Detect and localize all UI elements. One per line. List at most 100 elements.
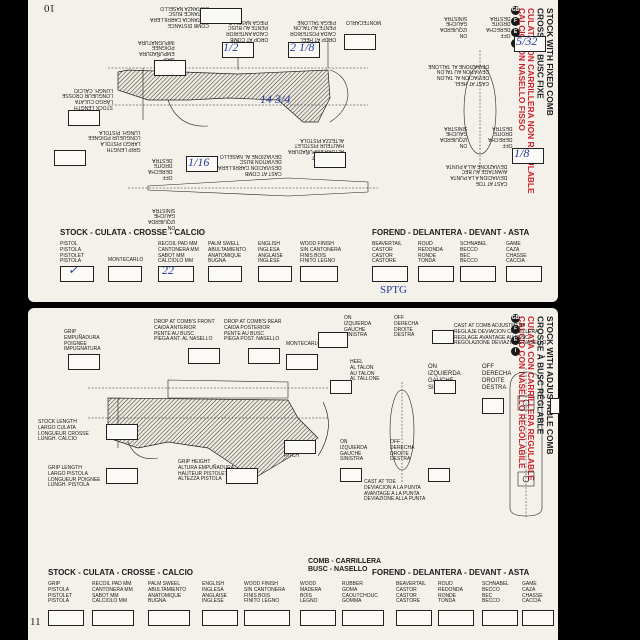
option-wood-finish-label: WOOD FINISH SIN CANTONERA FINIS BOIS FIN… [244,581,286,605]
grip-label: GRIP EMPUÑADURA POIGNEE IMPUGNATURA [64,329,101,353]
stock-section-heading: STOCK - CULATA - CROSSE - CALCIO [48,568,194,577]
comb-rubber-label: RUBBER GOMA CAOUTCHOUC GOMMA [342,581,378,605]
on-top-label: ON IZQUIERDA GAUCHE SINISTRA [440,14,468,39]
round-checkbox[interactable] [418,266,454,282]
forend-schnabel-label: SCHNABEL BECCO BEC BECCO [482,581,509,605]
comb-wood-label: WOOD MADERA BOIS LEGNO [300,581,322,605]
toe-on-field[interactable] [340,468,362,482]
recoil-pad-field[interactable] [158,266,194,282]
drop-at-comb-field[interactable] [222,42,254,58]
grip-length-field[interactable] [54,150,86,166]
comb-wood-checkbox[interactable] [300,610,336,626]
pitch-field[interactable] [284,440,316,454]
montecarlo-label: MONTECARLO [286,341,322,347]
flag-gb: GB [511,314,520,323]
off-label: OFF DERECHA DROITE DESTRA [148,156,173,181]
cast-comb-off-field[interactable] [432,330,454,344]
grip-field[interactable] [68,354,100,370]
stock-butt-view [463,50,497,170]
on-top-label: ON IZQUIERDA GAUCHE SINISTRA [344,315,372,339]
stock-length-label: STOCK LENGTH LARGO CULATA LONGUEUR CROSS… [38,419,89,443]
montecarlo-checkbox[interactable] [108,266,142,282]
comb-rubber-checkbox[interactable] [342,610,384,626]
on-bottom-label: ON IZQUIERDA GAUCHE SINISTRA [340,439,368,463]
flag-e: E [511,28,520,37]
stock-butt-view [389,382,415,482]
drop-at-comb-value: 1/2 [223,40,239,54]
comb-distance-field[interactable] [200,8,242,24]
pistol-checkbox[interactable] [60,266,94,282]
page-number: 11 [30,616,41,628]
grip-field[interactable] [154,60,186,76]
drop-at-comb-front-field[interactable] [188,348,220,364]
palm-swell-checkbox[interactable] [148,610,190,626]
english-checkbox[interactable] [202,610,238,626]
heel-label: HEEL AL TALON AU TALON AL TALLONE [350,359,380,383]
round-checkbox[interactable] [438,610,474,626]
heel-off-field[interactable] [434,380,456,394]
cast-at-toe-label: CAST AT TOE DEVIACION A LA PUNTA AVANTAG… [364,479,426,503]
toe-off-field[interactable] [428,468,450,482]
stock-length-field[interactable] [68,110,100,126]
option-montecarlo-label: MONTECARLO [108,257,144,263]
schnabel-checkbox[interactable] [482,610,518,626]
grip-label: GRIP EMPUÑADURA POIGNEE IMPUGNATURA [138,38,175,62]
stock-section-heading: STOCK - CULATA - CROSSE - CALCIO [60,228,206,237]
adjustable-comb-content: GB F E I STOCK WITH ADJUSTABLE COMB CROS… [28,308,560,640]
beavertail-checkbox[interactable] [372,266,408,282]
off-bottom-label: OFF DERECHA DROITE DESTRA [390,439,415,463]
cast-comb-on-field[interactable] [318,332,348,348]
grip-height-field[interactable] [314,152,346,168]
adjust-on-field[interactable] [482,398,504,414]
recoil-pad-field[interactable] [92,610,134,626]
handwritten-note: SPTG [380,284,407,296]
stock-length-value: 14 3/4 [260,92,291,106]
stock-top-diagram [128,177,378,197]
cast-at-toe-field[interactable] [512,148,544,164]
fixed-comb-content: 10 GB F E I STOCK WITH FIXED COMB CROSSE… [28,0,558,302]
heel-on-field[interactable] [330,380,352,394]
forend-section-heading: FOREND - DELANTERA - DEVANT - ASTA [372,568,530,577]
pitch-label: PITCH [284,453,299,459]
cast-at-heel-label: CAST AT HEEL DEVIACION AL TALON DEVIATIO… [428,62,490,87]
cast-at-comb-field[interactable] [186,156,218,172]
drop-at-heel-value: 2 1/8 [290,40,315,54]
forend-beavertail-label: BEAVERTAIL CASTOR CASTOR CASTORE [372,241,403,265]
adjust-off-field[interactable] [550,398,560,414]
grip-checkbox[interactable] [48,610,84,626]
stock-length-label: STOCK LENGTH LARGO CULATA LONGUEUR CROSS… [62,86,113,111]
drop-at-heel-field[interactable] [288,42,320,58]
grip-length-field[interactable] [106,468,138,484]
game-checkbox[interactable] [506,266,542,282]
cast-at-comb-value: 1/16 [188,155,210,169]
beavertail-checkbox[interactable] [396,610,432,626]
english-checkbox[interactable] [258,266,292,282]
palm-swell-checkbox[interactable] [208,266,242,282]
stock-length-field[interactable] [106,424,138,440]
drop-at-comb-rear-field[interactable] [248,348,280,364]
on-bottom-label: ON IZQUIERDA GAUCHE SINISTRA [440,124,468,149]
pistol-check-mark: ✓ [68,263,79,277]
off-bottom-label: OFF DERECHA DROITE DESTRA [488,124,513,149]
game-checkbox[interactable] [522,610,554,626]
schnabel-checkbox[interactable] [460,266,496,282]
option-english-label: ENGLISH INGLESA ANGLAISE INGLESE [258,241,284,265]
forend-schnabel-label: SCHNABEL BECCO BEC BECCO [460,241,487,265]
forend-game-label: GAME CAZA CHASSE CACCIA [522,581,543,605]
forend-round-label: ROUD REDONDA RONDE TONDA [418,241,444,265]
cast-comb-adjustment-label: CAST AT COMB ADJUSTMENT REGLAJE DEVIACIO… [454,323,547,347]
off-top-label: OFF DERECHA DROITE DESTRA [486,14,511,39]
wood-finish-checkbox[interactable] [244,610,290,626]
off-large-label: OFF DERECHA DROITE DESTRA [482,364,512,391]
cast-at-heel-field[interactable] [514,36,546,52]
option-recoil-pad-label: RECOIL PAD mm CANTONERA mm SABOT mm CALC… [92,581,133,605]
option-palm-swell-label: PALM SWELL ABULTAMIENTO ANATOMIQUE BUGNA [208,241,247,265]
montecarlo-field[interactable] [286,354,318,370]
cast-at-comb-label: CAST AT COMB DESVIACION CARRILLERA DEVIA… [218,152,282,177]
grip-height-field[interactable] [226,468,258,484]
drop-at-comb-front-label: DROP AT COMB'S FRONT CAIDA ANTERIOR PENT… [154,319,215,343]
wood-finish-checkbox[interactable] [300,266,338,282]
flag-e: E [511,336,520,345]
option-english-label: ENGLISH INGLESA ANGLAISE INGLESE [202,581,228,605]
montecarlo-field[interactable] [344,34,376,50]
